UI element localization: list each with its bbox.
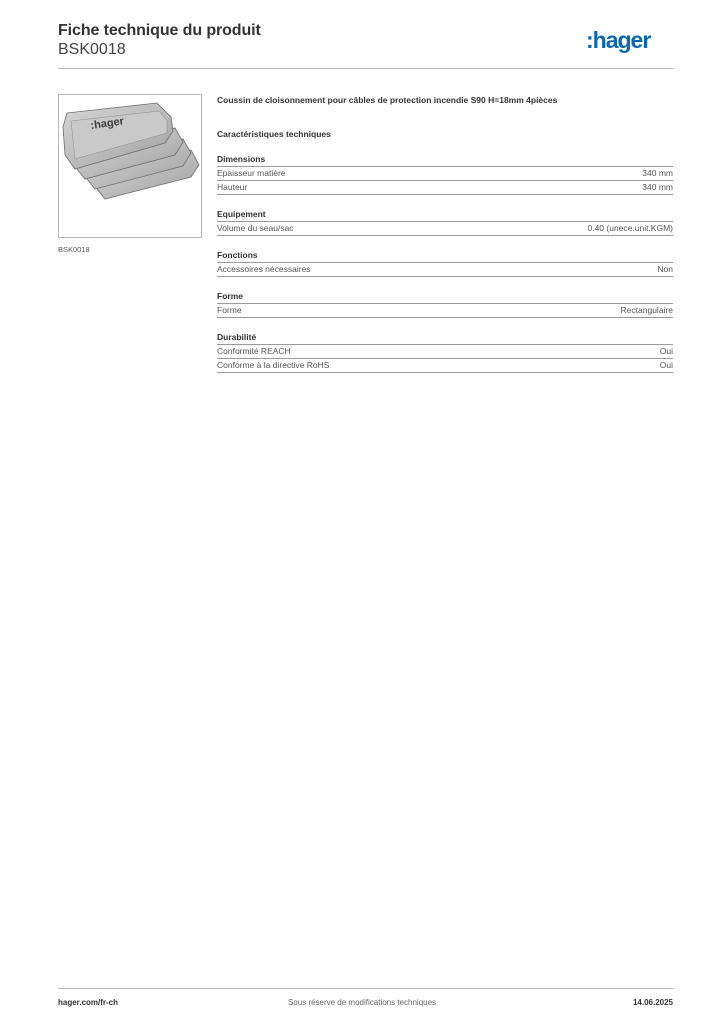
spec-value: 340 mm bbox=[642, 168, 673, 178]
product-image: :hager bbox=[58, 94, 202, 238]
document-title: Fiche technique du produit bbox=[58, 22, 261, 39]
spec-label: Epaisseur matière bbox=[217, 168, 286, 178]
header-divider bbox=[58, 68, 674, 69]
spec-value: 0.40 (unece.unit.KGM) bbox=[587, 223, 673, 233]
specs-heading: Caractéristiques techniques bbox=[217, 129, 331, 139]
spec-label: Conformité REACH bbox=[217, 346, 291, 356]
spec-label: Conforme à la directive RoHS bbox=[217, 360, 330, 370]
footer-website[interactable]: hager.com/fr-ch bbox=[58, 998, 119, 1007]
spec-label: Volume du seau/sac bbox=[217, 223, 294, 233]
pad-brand-print: :hager bbox=[90, 115, 126, 132]
footer-notice: Sous réserve de modifications techniques bbox=[287, 998, 437, 1007]
spec-value: Oui bbox=[659, 360, 673, 370]
product-reference: BSK0018 bbox=[58, 41, 126, 58]
spec-row: Volume du seau/sac 0.40 (unece.unit.KGM) bbox=[217, 222, 673, 236]
spec-group-title: Durabilité bbox=[217, 331, 673, 345]
spec-value: 340 mm bbox=[642, 182, 673, 192]
spec-value: Rectangulaire bbox=[620, 305, 673, 315]
spec-group-title: Fonctions bbox=[217, 249, 673, 263]
image-caption: BSK0018 bbox=[58, 245, 90, 254]
hager-logo: :hager bbox=[586, 28, 652, 53]
spec-row: Forme Rectangulaire bbox=[217, 304, 673, 318]
page-header: Fiche technique du produit BSK0018 :hage… bbox=[58, 20, 674, 70]
spec-label: Accessoires nécessaires bbox=[217, 264, 311, 274]
spec-label: Hauteur bbox=[217, 182, 248, 192]
spec-row: Accessoires nécessaires Non bbox=[217, 263, 673, 277]
spec-group-title: Forme bbox=[217, 290, 673, 304]
logo-text: :hager bbox=[586, 28, 651, 53]
spec-group-title: Dimensions bbox=[217, 153, 673, 167]
cushion-stack bbox=[62, 102, 200, 200]
spec-value: Oui bbox=[659, 346, 673, 356]
spec-row: Conformité REACH Oui bbox=[217, 345, 673, 359]
product-description: Coussin de cloisonnement pour câbles de … bbox=[217, 95, 558, 105]
spec-label: Forme bbox=[217, 305, 242, 315]
spec-content: Coussin de cloisonnement pour câbles de … bbox=[217, 94, 673, 373]
spec-value: Non bbox=[657, 264, 673, 274]
spec-row: Conforme à la directive RoHS Oui bbox=[217, 359, 673, 373]
spec-row: Hauteur 340 mm bbox=[217, 181, 673, 195]
footer-date: 14.06.2025 bbox=[632, 998, 673, 1007]
footer-divider bbox=[58, 988, 674, 989]
spec-row: Epaisseur matière 340 mm bbox=[217, 167, 673, 181]
spec-group-title: Equipement bbox=[217, 208, 673, 222]
